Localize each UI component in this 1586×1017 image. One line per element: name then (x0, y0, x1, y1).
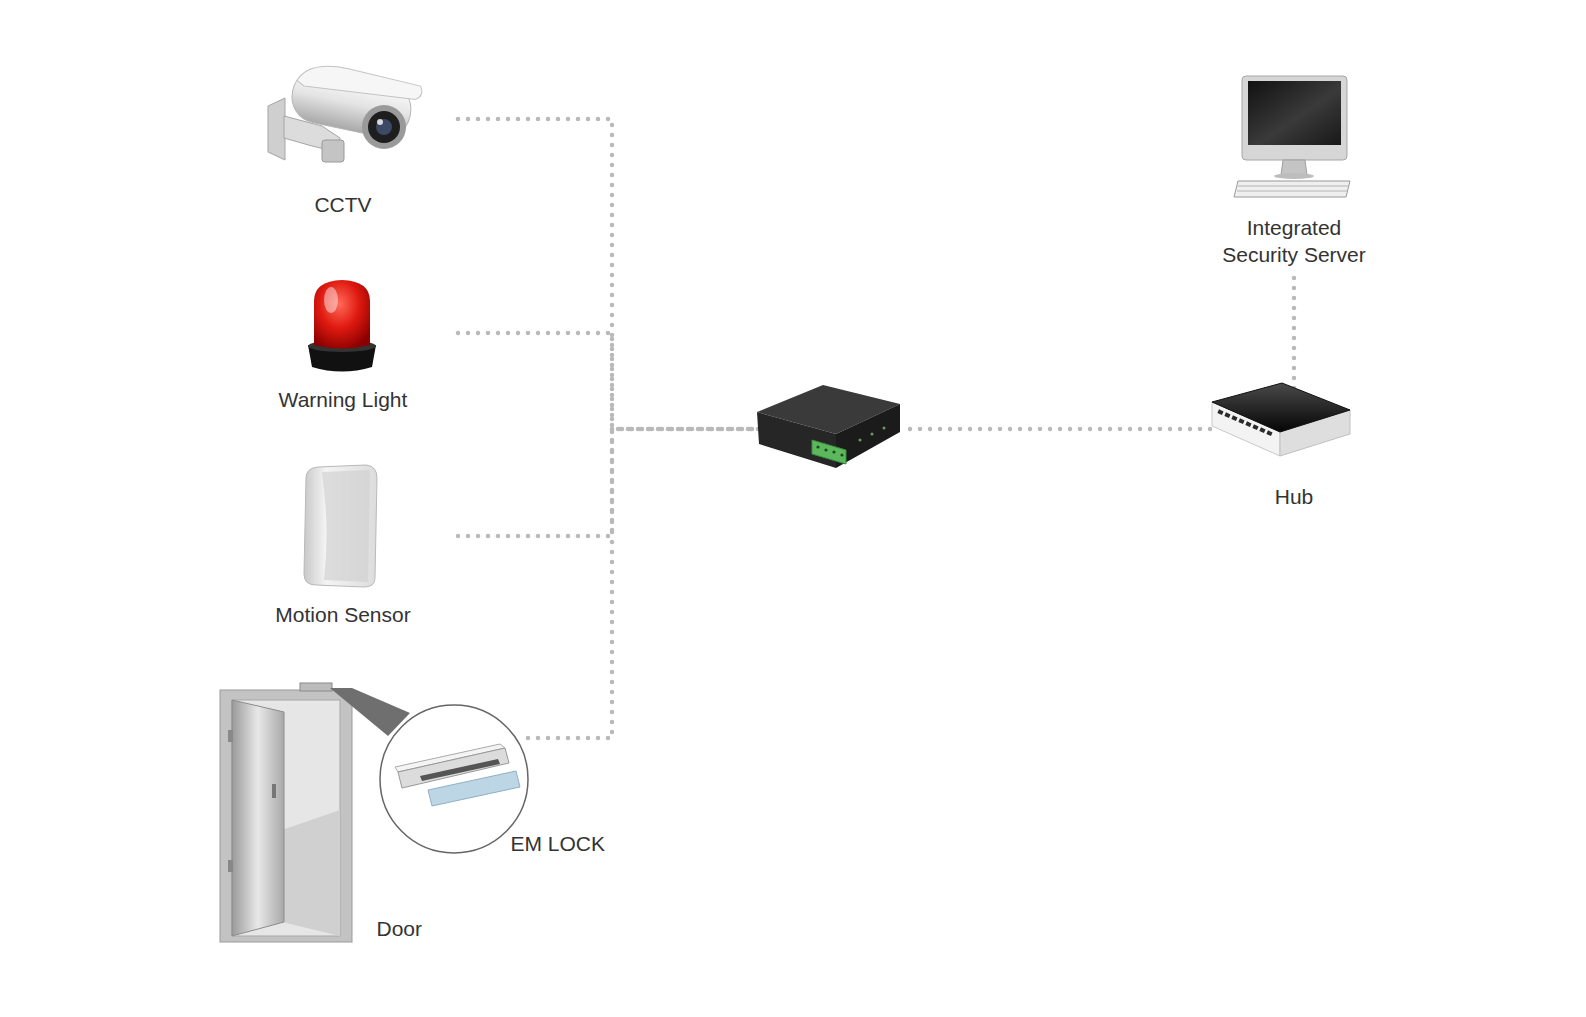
hub-node: Hub (1214, 388, 1374, 510)
server-computer-icon-part (1237, 186, 1348, 191)
motion-sensor-icon (304, 465, 377, 587)
device-label: Motion Sensor (275, 601, 410, 628)
device-label: Hub (1275, 483, 1314, 510)
door-illustration-part (272, 784, 276, 798)
door-illustration-part (300, 683, 332, 691)
cctv-camera-icon-part (268, 98, 285, 160)
door-illustration-part (232, 700, 340, 936)
cctv-camera-icon-part (322, 140, 344, 162)
controller-device-part (816, 445, 819, 448)
hub-device-part (1217, 409, 1223, 415)
controller-device (757, 385, 900, 468)
server-computer-icon-part (1281, 160, 1307, 175)
server-computer-icon-part (1238, 186, 1348, 187)
device-label: Warning Light (279, 386, 408, 413)
controller-device-part (871, 433, 874, 436)
controller-device-part (812, 440, 846, 464)
door-illustration-part (220, 690, 352, 942)
device-label: CCTV (314, 191, 371, 218)
controller-device-part (859, 439, 862, 442)
controller-device-part (840, 453, 843, 456)
hub-device-part (1238, 418, 1244, 424)
controller-node (764, 384, 910, 474)
device-label: Door (376, 915, 422, 942)
device-label: Integrated Security Server (1214, 214, 1374, 268)
hub-device-part (1259, 427, 1265, 433)
warning-light-icon (308, 280, 376, 372)
hub-device (1212, 383, 1350, 456)
warning-light-node: Warning Light (228, 276, 458, 413)
em-lock-callout-part (380, 705, 528, 853)
server-computer-icon-part (1274, 173, 1314, 179)
hub-device-part (1252, 424, 1258, 430)
motion-sensor-icon-part (304, 465, 377, 587)
server-computer-icon-part (1234, 181, 1350, 197)
hub-device-part (1217, 409, 1272, 436)
em-lock-callout-part (428, 771, 520, 806)
hub-device-part (1266, 430, 1272, 436)
dotted-connector (910, 427, 1214, 432)
cctv-camera-icon (268, 58, 423, 162)
dotted-connector (458, 119, 764, 429)
hub-device-part (1245, 421, 1251, 427)
device-label: EM LOCK (510, 830, 605, 857)
dotted-connector (1292, 268, 1297, 388)
server-node: Integrated Security Server (1206, 72, 1382, 268)
controller-device-part (757, 412, 836, 468)
camera-node: CCTV (228, 70, 458, 218)
cctv-camera-icon-part (368, 111, 400, 143)
warning-light-icon-part (314, 280, 370, 349)
warning-light-icon-part (324, 287, 338, 313)
dotted-connector (458, 333, 764, 429)
controller-device-part (832, 450, 835, 453)
server-computer-icon-part (1237, 191, 1347, 192)
cctv-camera-icon-part (296, 59, 423, 110)
door-illustration-part (282, 810, 340, 936)
hub-device-part (1224, 412, 1230, 418)
hub-device-part (1212, 383, 1350, 432)
door-illustration (220, 683, 410, 942)
sensor-node: Motion Sensor (228, 462, 458, 628)
em-lock-callout (380, 705, 528, 853)
door-illustration-part (228, 860, 233, 872)
cctv-camera-icon-part (362, 105, 406, 149)
motion-sensor-icon-part (322, 470, 370, 582)
door-illustration-part (330, 688, 410, 736)
door-node: Door (220, 688, 422, 942)
cctv-camera-icon-part (377, 119, 383, 125)
controller-device-part (883, 427, 886, 430)
cctv-camera-icon-part (376, 119, 392, 135)
server-computer-icon (1234, 76, 1350, 197)
server-computer-icon-part (1248, 81, 1341, 145)
dotted-connector (528, 429, 764, 738)
lock-callout-node: EM LOCK (380, 705, 528, 853)
door-illustration-part (228, 730, 233, 742)
controller-device-part (824, 448, 827, 451)
door-illustration-part (232, 700, 284, 936)
server-computer-icon-part (1242, 76, 1347, 160)
hub-device-part (1231, 415, 1237, 421)
